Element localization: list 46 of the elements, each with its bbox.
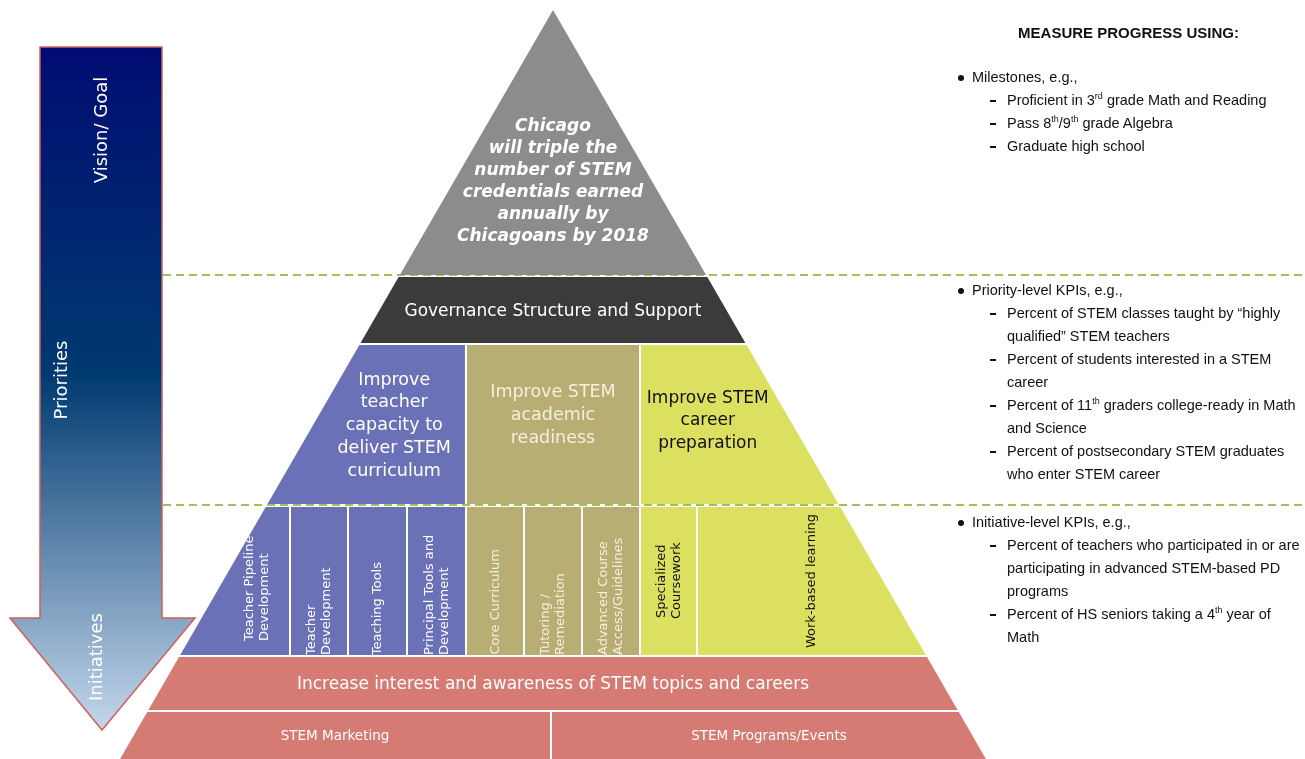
block-label: Increase interest and awareness of STEM topics and careers bbox=[296, 672, 809, 695]
initiative-block bbox=[408, 507, 465, 655]
list-item: Percent of postsecondary STEM graduates who enter STEM career bbox=[1007, 442, 1286, 484]
block-label: Principal Tools and Development bbox=[421, 533, 452, 655]
list-item: Graduate high school bbox=[1007, 137, 1146, 156]
block-label: Improve teacher capacity to deliver STEM curriculum bbox=[336, 367, 452, 482]
list-heading: Milestones, e.g., bbox=[972, 68, 1079, 87]
arrow-label: Priorities bbox=[50, 340, 72, 420]
initiative-block bbox=[349, 507, 406, 655]
block-label: Work-based learning bbox=[804, 514, 820, 648]
list-item: Percent of HS seniors taking a 4$^{th}$ year of Math bbox=[1007, 604, 1272, 647]
goal-text: Chicago will triple the number of STEM credentials earned annually by Chicagoans by 2018 bbox=[456, 114, 650, 246]
down-arrow bbox=[8, 45, 198, 733]
initiative-block bbox=[180, 507, 289, 655]
block-label: Core Curriculum bbox=[487, 549, 503, 655]
list-item: Pass 8$^{th}$/9$^{th}$ grade Algebra bbox=[1007, 113, 1174, 133]
block-label: Advanced Course Access/Guidelines bbox=[596, 536, 626, 655]
initiative-block bbox=[583, 507, 639, 655]
block-label: Teacher Pipeline Development bbox=[241, 534, 272, 641]
block-label: STEM Programs/Events bbox=[691, 726, 847, 745]
priority-block bbox=[467, 345, 639, 504]
block-label: Tutoring / Remediation bbox=[538, 572, 568, 655]
block-label: Teaching Tools bbox=[370, 561, 385, 655]
list-item: Proficient in 3$^{rd}$ grade Math and Reading bbox=[1007, 90, 1268, 110]
pyramid-tier bbox=[552, 712, 986, 759]
initiative-block bbox=[467, 507, 523, 655]
initiative-block bbox=[525, 507, 581, 655]
list-item: Percent of 11$^{th}$ graders college-ready in Math and Science bbox=[1007, 395, 1297, 438]
block-label: STEM Marketing bbox=[280, 726, 390, 745]
arrow-label: Initiatives bbox=[85, 613, 107, 701]
initiative-block bbox=[698, 507, 926, 655]
section-heading: MEASURE PROGRESS USING: bbox=[1017, 24, 1240, 41]
initiative-block bbox=[291, 507, 347, 655]
list-item: Percent of STEM classes taught by “highly qualified” STEM teachers bbox=[1007, 304, 1282, 346]
list-heading: Initiative-level KPIs, e.g., bbox=[972, 513, 1132, 532]
initiative-block bbox=[641, 507, 696, 655]
block-label: Specialized Coursework bbox=[653, 541, 684, 622]
pyramid-tier bbox=[120, 712, 550, 759]
priority-block bbox=[267, 345, 465, 504]
priority-block bbox=[641, 345, 839, 504]
arrow-label: Vision/ Goal bbox=[90, 76, 112, 184]
block-label: Improve STEM career preparation bbox=[645, 386, 770, 453]
block-label: Governance Structure and Support bbox=[404, 298, 702, 322]
list-heading: Priority-level KPIs, e.g., bbox=[972, 281, 1124, 300]
block-label: Improve STEM academic readiness bbox=[489, 380, 617, 449]
block-label: Teacher Development bbox=[304, 566, 334, 655]
